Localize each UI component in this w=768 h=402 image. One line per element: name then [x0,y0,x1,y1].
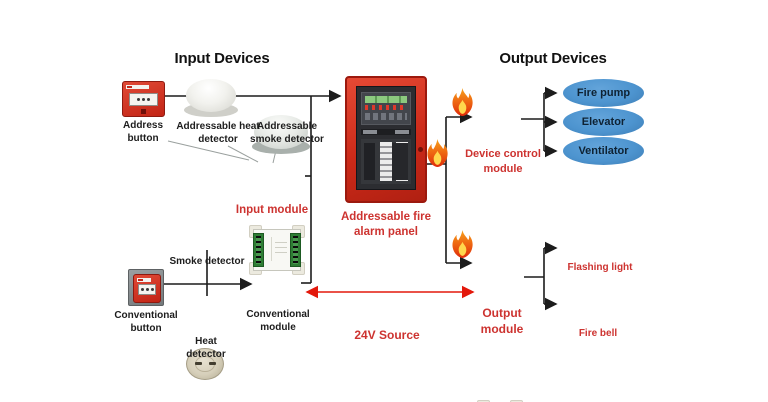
output-devices-heading: Output Devices [499,50,607,67]
device-control-module [477,400,523,402]
panel-switch-bay [361,139,411,184]
device-control-module-label: Device control module [465,148,541,175]
leader-line-address-to-input-module [167,140,250,161]
target-ventilator: Ventilator [563,137,644,165]
panel-led-row [365,105,407,110]
fire-alarm-panel-label: Addressable fire alarm panel [340,211,432,239]
fire-bell-label: Fire bell [578,328,618,339]
panel-door-lock [418,146,423,152]
input-devices-heading: Input Devices [174,50,270,67]
address-button [122,81,165,117]
smoke-detector [186,348,224,380]
addressable-smoke-detector-label: Addressable smoke detector [250,121,324,146]
panel-key-row [365,113,407,120]
wire-dcm-branch-trunk [521,93,545,151]
panel-control-board [361,92,411,125]
address-button-glass [128,92,159,107]
leader-line-heat-to-input-module [227,145,259,163]
panel-lcd-display [365,96,407,103]
target-fire-pump: Fire pump [563,79,644,107]
input-module-label: Input module [235,204,309,216]
target-elevator: Elevator [563,108,644,136]
flame-icon [452,230,473,258]
addressable-heat-detector [184,79,238,117]
flashing-light-label: Flashing light [567,262,633,273]
addressable-heat-detector-label: Addressable heat detector [176,121,260,146]
flame-icon [427,139,448,167]
input-module-terminal-right [290,233,301,267]
address-button-label-strip [126,85,149,89]
wire-om-branch-trunk [524,248,545,304]
output-module-label: Output module [480,306,524,336]
conventional-button-bezel [128,269,164,306]
address-button-foot [141,109,146,114]
conventional-button-label: Conventional button [114,310,178,335]
fire-alarm-panel [345,76,427,203]
address-button-face [122,81,165,117]
conventional-module-label: Conventional module [246,309,310,334]
conventional-button [128,269,164,306]
input-module-terminal-left [253,233,264,267]
panel-door [356,86,416,190]
addressable-smoke-detector [252,115,310,154]
input-module [249,225,305,275]
flame-icon [452,88,473,116]
address-button-label: Address button [122,120,163,145]
smoke-detector-label: Smoke detector [169,256,245,267]
24v-source-label: 24V Source [354,328,420,342]
conventional-button-face [133,274,161,303]
heat-detector-label: Heat detector [186,336,226,361]
